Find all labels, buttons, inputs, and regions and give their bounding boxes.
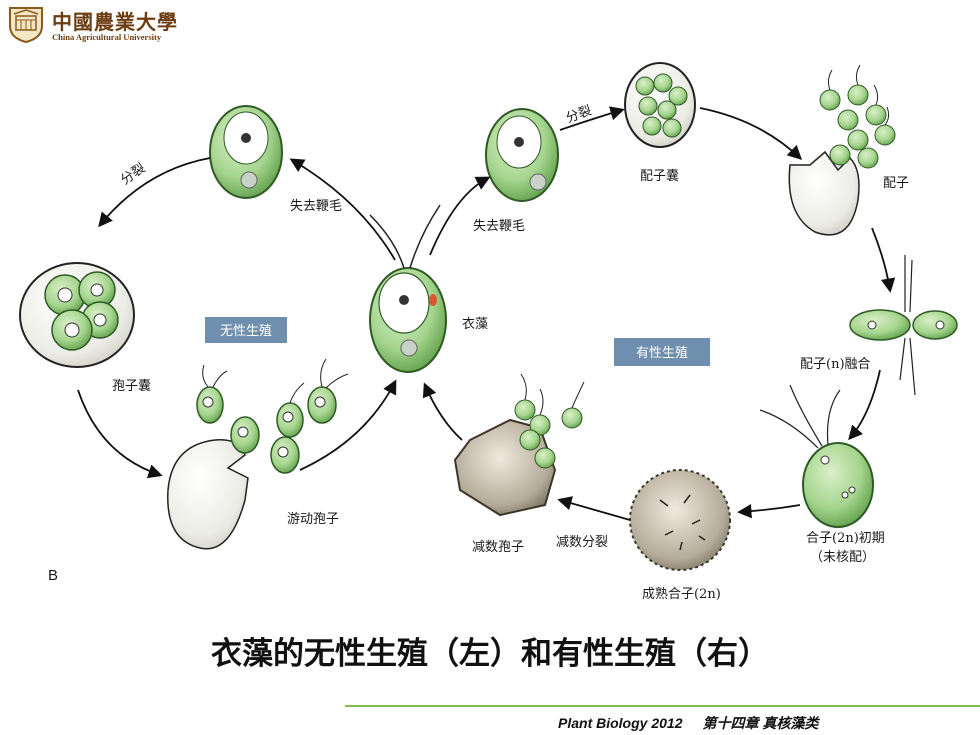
early-zygote — [759, 384, 874, 528]
slide-caption: 衣藻的无性生殖（左）和有性生殖（右） — [211, 636, 769, 672]
sporangium — [19, 262, 135, 368]
chlamydomonas-life-cycle-diagram: 分裂 失去鞭毛 失去鞭毛 分裂 配子囊 配子 孢子囊 衣藻 配子(n)融合 游动… — [19, 62, 958, 602]
arrow-lose-flagella-left — [289, 158, 396, 261]
arrow-meiosis — [557, 496, 631, 521]
label-sporangium: 孢子囊 — [112, 378, 151, 394]
cell-without-flagella-right — [485, 108, 559, 202]
label-lose-flagella-right: 失去鞭毛 — [473, 219, 525, 234]
sexual-box: 有性生殖 — [614, 338, 710, 366]
label-gametangium: 配子囊 — [640, 168, 679, 184]
label-chlamydomonas: 衣藻 — [462, 316, 488, 332]
footer-chapter: 第十四章 真核藻类 — [702, 715, 819, 731]
label-asexual: 无性生殖 — [220, 323, 272, 339]
arrow-to-fusion — [871, 227, 896, 293]
label-zygote-note: （未核配） — [810, 550, 875, 565]
gamete-fusion-cell — [849, 255, 958, 396]
label-meiospore: 减数孢子 — [472, 540, 524, 555]
arrow-meiospore-to-cell — [422, 382, 463, 441]
label-gamete: 配子 — [883, 176, 909, 191]
label-mature-zygote: 成熟合子(2n) — [642, 586, 721, 602]
arrow-divide-left — [98, 157, 211, 228]
footer: Plant Biology 2012 第十四章 真核藻类 — [558, 713, 838, 733]
footer-divider — [345, 705, 980, 707]
footer-course: Plant Biology 2012 — [558, 715, 683, 731]
arrow-to-gametes — [699, 107, 803, 160]
university-name-zh: 中國農業大學 — [52, 10, 178, 34]
label-lose-flagella-left: 失去鞭毛 — [290, 199, 342, 214]
meiospores-release — [453, 373, 585, 517]
empty-sporangium-wall — [167, 439, 249, 550]
gametangium — [624, 62, 696, 148]
asexual-box: 无性生殖 — [205, 317, 287, 343]
arrow-lose-flagella-right — [429, 176, 491, 256]
zoospores — [196, 358, 349, 474]
label-sexual: 有性生殖 — [636, 345, 688, 361]
label-zoospore: 游动孢子 — [287, 512, 339, 527]
university-logo: 中國農業大學 China Agricultural University — [6, 4, 206, 44]
label-zygote-early: 合子(2n)初期 — [806, 531, 885, 546]
university-name-en: China Agricultural University — [52, 32, 162, 42]
arrow-to-zoospores — [77, 389, 163, 479]
mature-zygote — [629, 469, 731, 571]
arrow-divide-right — [559, 106, 625, 131]
cell-without-flagella-left — [209, 105, 283, 199]
arrow-zoospore-to-cell — [299, 379, 397, 471]
panel-letter: B — [48, 567, 58, 584]
label-gamete-fusion: 配子(n)融合 — [800, 357, 871, 372]
chlamydomonas-cell — [369, 204, 447, 373]
arrow-to-mature-zygote — [737, 504, 801, 519]
label-meiosis: 减数分裂 — [556, 535, 608, 550]
arrow-to-zygote — [848, 369, 881, 441]
gametes-release — [788, 64, 896, 236]
university-seal-icon — [9, 7, 43, 44]
